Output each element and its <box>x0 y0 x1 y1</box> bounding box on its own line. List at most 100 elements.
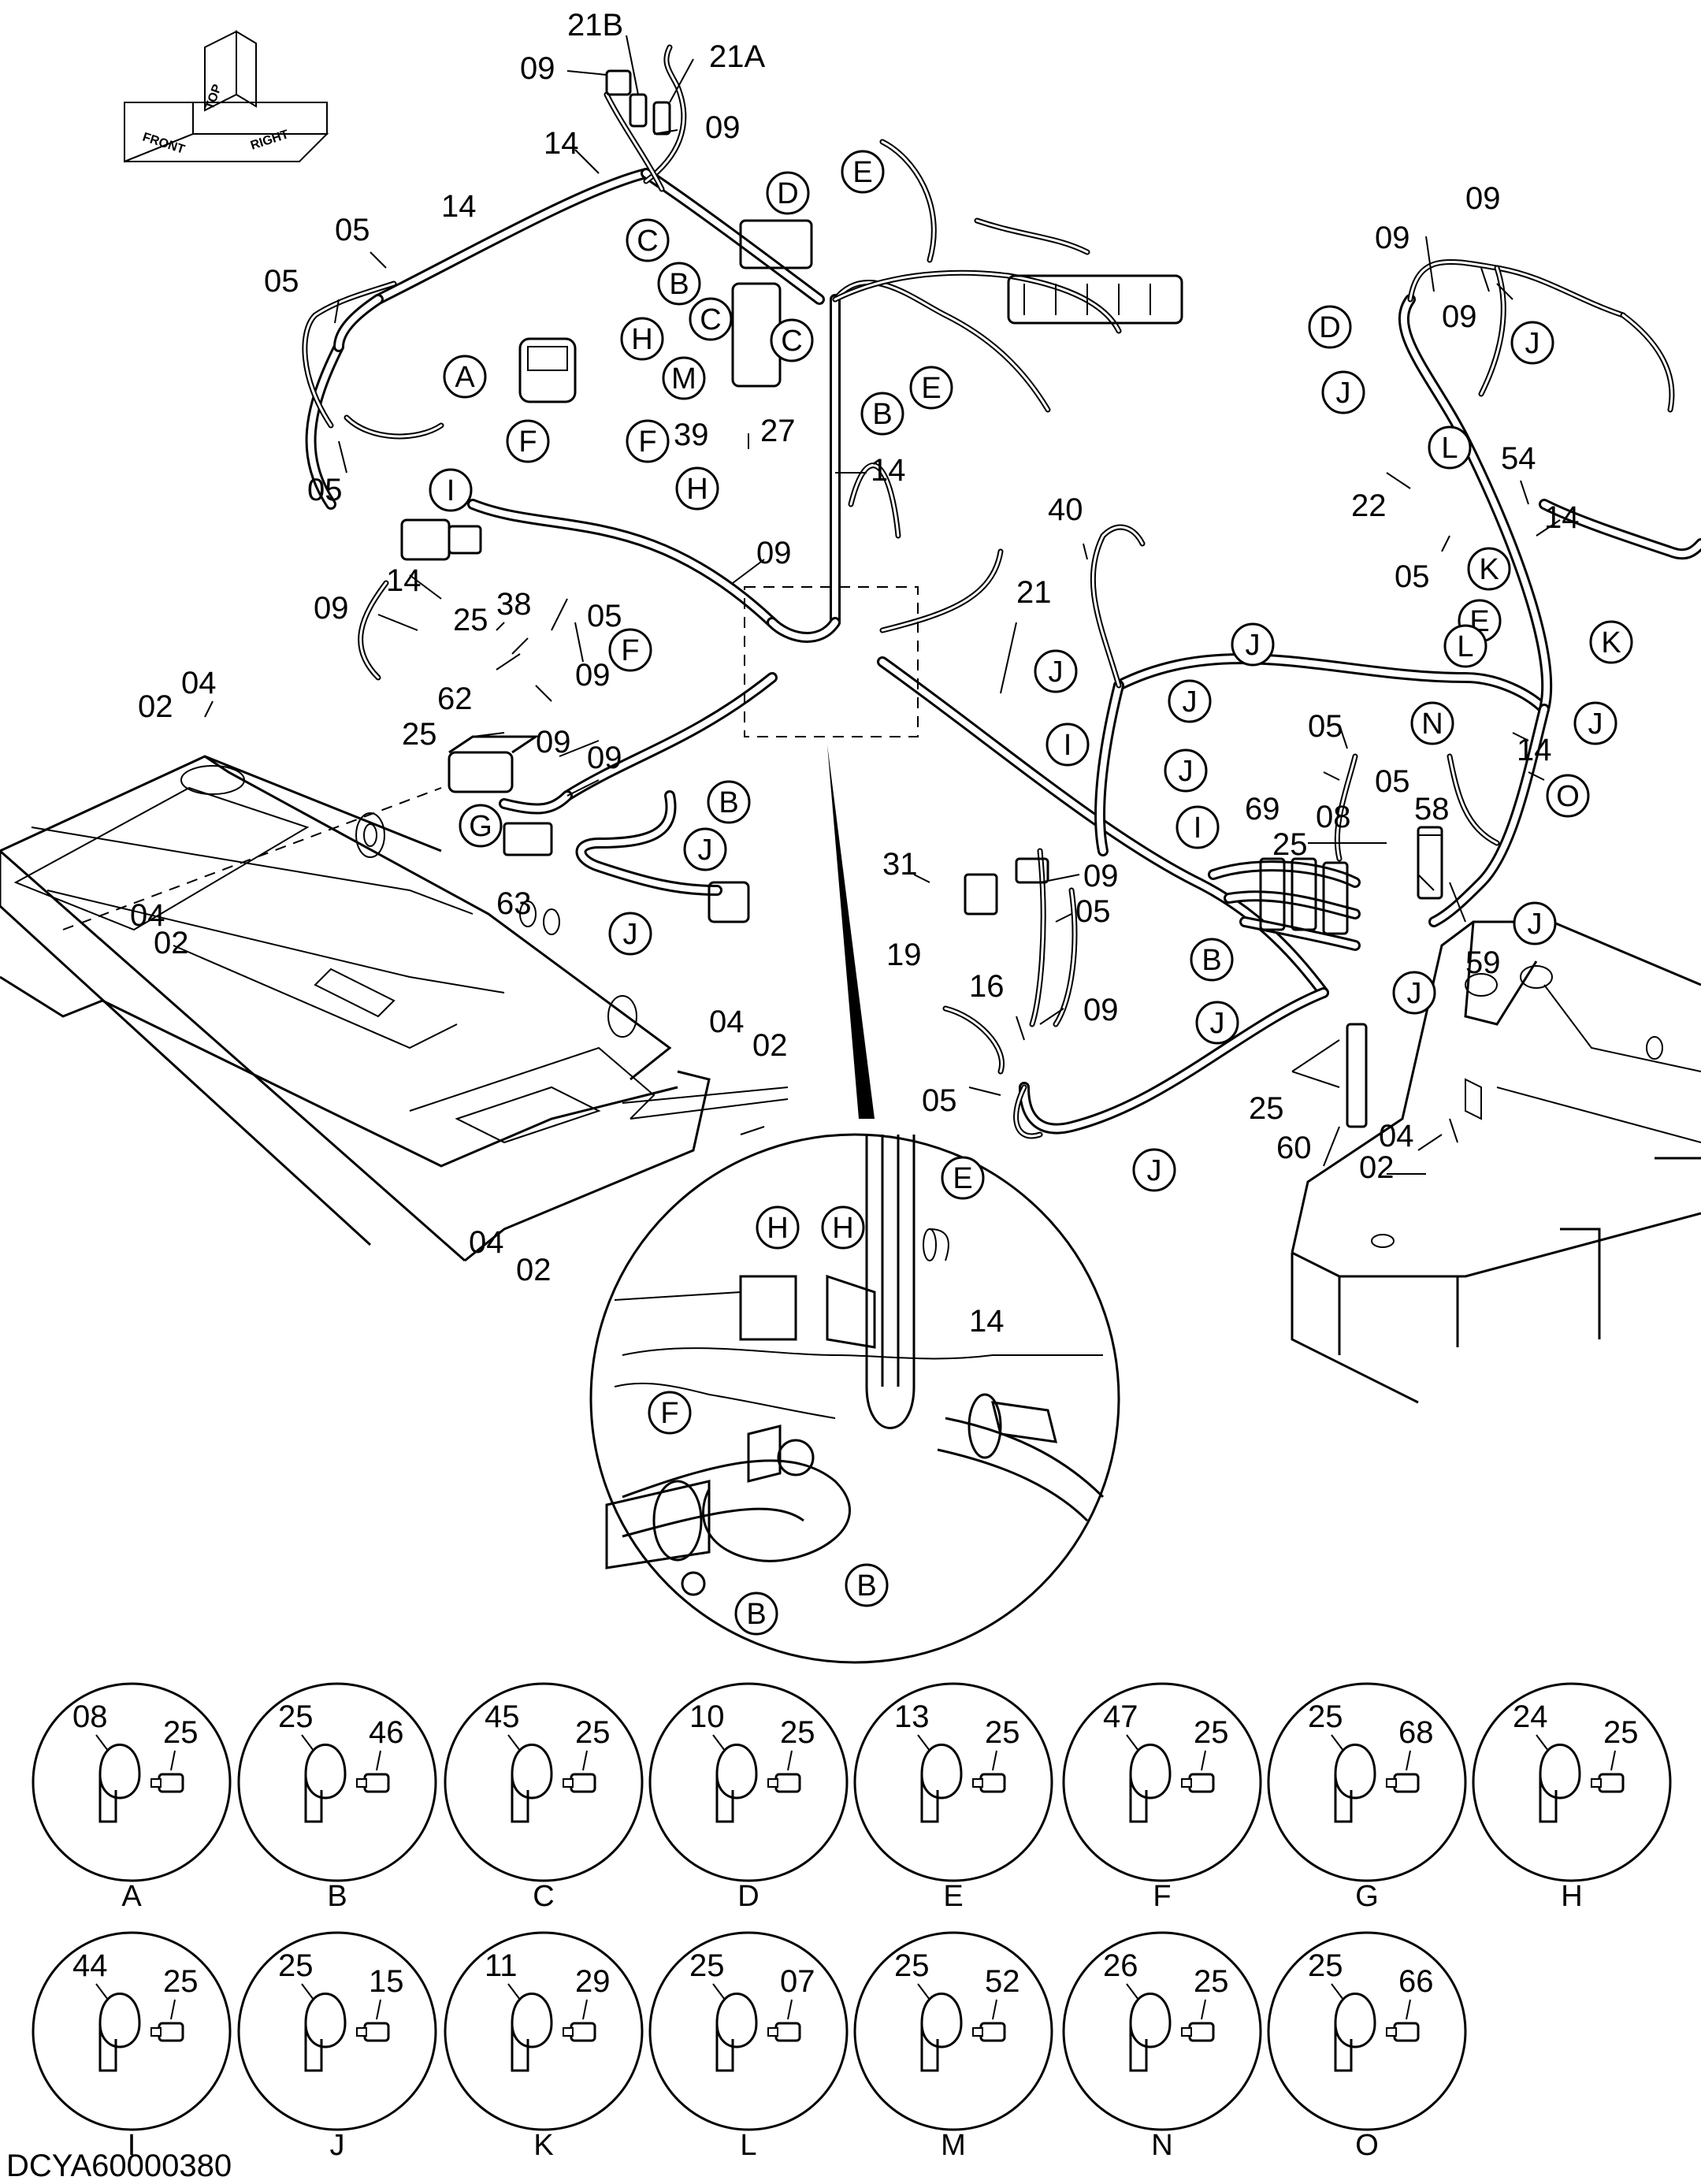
callout-letter: K <box>1479 553 1499 586</box>
clamp-part-label: 68 <box>1398 1715 1434 1750</box>
callout-circle <box>756 1205 800 1250</box>
clamp-part-label: 29 <box>575 1964 611 1999</box>
leader-line <box>1201 1750 1206 1771</box>
part-label-14: 14 <box>969 1304 1005 1339</box>
callout-letter: E <box>953 1162 972 1195</box>
clamp-part-label: 25 <box>278 1948 314 1983</box>
clamp-part-label: 11 <box>485 1948 518 1983</box>
part-label-21A: 21A <box>709 39 765 74</box>
callout-letter: J <box>1210 1007 1225 1040</box>
part-label-05: 05 <box>1395 559 1430 594</box>
clamp-part-label: 10 <box>689 1699 725 1734</box>
clamp-detail-letter: N <box>1151 2129 1172 2162</box>
callout-circle <box>941 1156 985 1200</box>
relay-icon <box>518 337 577 403</box>
detail-region-frame <box>744 586 919 737</box>
clamp-detail-letter: B <box>327 1880 347 1913</box>
part-label-25: 25 <box>402 717 437 752</box>
leader-line <box>712 1734 726 1751</box>
callout-circle <box>1410 701 1454 745</box>
callout-n: N <box>1410 701 1454 745</box>
callout-j: J <box>1168 679 1212 723</box>
clamp-detail-circle <box>444 1682 644 1882</box>
leader-line <box>376 1999 381 2020</box>
part-label-09: 09 <box>1465 181 1501 216</box>
leader-line <box>1201 1999 1206 2020</box>
callout-circle <box>506 419 550 463</box>
leader-line <box>170 1999 176 2020</box>
callout-circle <box>1589 620 1633 664</box>
callout-circle <box>626 218 670 262</box>
callout-letter: F <box>660 1397 678 1430</box>
callout-circle <box>770 318 814 362</box>
right-text: RIGHT <box>249 128 291 153</box>
clamp-part-label: 44 <box>72 1948 108 1983</box>
callout-circle <box>1168 679 1212 723</box>
clamp-icon <box>715 1744 758 1800</box>
part-label-09: 09 <box>314 591 349 626</box>
part-label-05: 05 <box>264 264 299 299</box>
part-label-22: 22 <box>1351 488 1387 523</box>
callout-circle <box>648 1391 692 1435</box>
bolt-shank-icon <box>1181 1778 1192 1788</box>
clamp-detail-letter: D <box>737 1880 759 1913</box>
callout-j: J <box>683 827 727 871</box>
part-label-04: 04 <box>130 898 165 933</box>
callout-h: H <box>821 1205 865 1250</box>
callout-circle <box>909 366 953 410</box>
clamp-part-label: 25 <box>689 1948 725 1983</box>
part-label-54: 54 <box>1501 441 1536 476</box>
callout-letter: M <box>671 362 696 396</box>
callout-i: I <box>1175 805 1220 849</box>
callout-b: B <box>734 1592 778 1636</box>
bolt-shank-icon <box>1591 1778 1602 1788</box>
part-label-09: 09 <box>520 51 555 86</box>
callout-circle <box>1443 624 1487 668</box>
clamp-part-label: 25 <box>1603 1715 1639 1750</box>
clamp-detail-letter: L <box>740 2129 756 2162</box>
callout-l: L <box>1428 425 1472 470</box>
leader-line <box>507 1983 521 2000</box>
leader-line <box>1406 1750 1411 1771</box>
part-label-02: 02 <box>516 1253 552 1287</box>
clamp-tab-icon <box>715 1774 734 1823</box>
part-label-14: 14 <box>386 563 422 598</box>
callout-circle <box>1231 622 1275 667</box>
callout-h: H <box>675 466 719 511</box>
callout-k: K <box>1589 620 1633 664</box>
part-label-58: 58 <box>1414 792 1450 826</box>
clamp-icon <box>920 1744 963 1800</box>
connector-icon-2 <box>708 881 750 923</box>
bolt-icon <box>774 1773 801 1793</box>
callout-letter: G <box>469 810 492 843</box>
callout-j: J <box>1195 1001 1239 1045</box>
clamp-icon <box>1334 1993 1376 2048</box>
callout-b: B <box>845 1563 889 1607</box>
bolt-icon <box>570 2022 596 2042</box>
callout-letter: C <box>637 225 658 258</box>
bolt-icon <box>570 1773 596 1793</box>
callout-h: H <box>620 317 664 361</box>
callout-circle <box>821 1205 865 1250</box>
callout-l: L <box>1443 624 1487 668</box>
callout-circle <box>1034 649 1078 693</box>
part-label-04: 04 <box>181 666 217 700</box>
callout-j: J <box>1392 971 1436 1015</box>
bolt-shank-icon <box>767 1778 778 1788</box>
clamp-detail-circle <box>1472 1682 1672 1882</box>
leader-line <box>507 1734 521 1751</box>
callout-letter: C <box>781 325 802 358</box>
part-label-63: 63 <box>496 886 532 921</box>
clamp-icon <box>920 1993 963 2048</box>
clamp-tab-icon <box>715 2023 734 2072</box>
leader-line <box>1331 1983 1344 2000</box>
clamp-icon <box>98 1744 141 1800</box>
callout-letter: A <box>455 361 475 394</box>
callout-letter: O <box>1556 780 1580 813</box>
part-label-09: 09 <box>1375 221 1410 255</box>
callout-letter: F <box>638 425 656 459</box>
clamp-detail-letter: A <box>121 1880 142 1913</box>
